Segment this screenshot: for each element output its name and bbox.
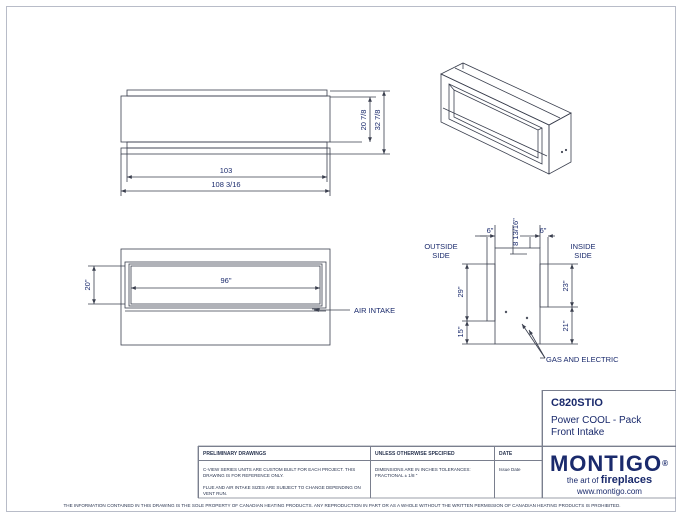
preliminary-header: PRELIMINARY DRAWINGS (199, 451, 370, 461)
model-code: C820STIO (551, 397, 603, 409)
dim-side-right-upper: 23" (561, 280, 570, 291)
dim-front-width-outer: 108 3/16 (211, 180, 240, 189)
dim-side-top-left: 6" (487, 226, 494, 235)
dim-side-right-lower: 21" (561, 320, 570, 331)
date-header: DATE (495, 451, 542, 461)
ownership-notice: THE INFORMATION CONTAINED IN THIS DRAWIN… (63, 503, 621, 508)
preliminary-note-1: C-VIEW SERIES UNITS ARE CUSTOM BUILT FOR… (203, 467, 356, 478)
title-block-preliminary: PRELIMINARY DRAWINGS C-VIEW SERIES UNITS… (198, 446, 370, 498)
front-dims: 20 7/8 32 7/8 103 108 3/16 (120, 91, 386, 196)
dim-front-width-inner: 103 (220, 166, 233, 175)
logo-url: www.montigo.com (577, 487, 642, 496)
dim-side-top-mid: 8 13/16" (511, 218, 520, 246)
preliminary-note-2: FLUE AND AIR INTAKE SIZES ARE SUBJECT TO… (203, 485, 361, 496)
label-air-intake: AIR INTAKE (354, 306, 395, 315)
side-dims: 6" 8 13/16" 6" 29" 15" 23" 21" (456, 218, 578, 359)
date-value: Issue Date (499, 467, 521, 472)
dim-side-top-right: 6" (540, 226, 547, 235)
bottom-front-dims: 96" 20" (83, 265, 350, 312)
title-block-tolerances: UNLESS OTHERWISE SPECIFIED DIMENSIONS AR… (370, 446, 494, 498)
logo-wordmark: MONTIGO® (549, 451, 669, 476)
dim-view-height: 20" (83, 279, 92, 290)
dim-view-width: 96" (220, 276, 231, 285)
tolerances-header: UNLESS OTHERWISE SPECIFIED (371, 451, 494, 461)
model-description-line2: Front Intake (551, 427, 605, 438)
label-gas-electric: GAS AND ELECTRIC (546, 355, 619, 364)
dim-front-height-outer: 32 7/8 (373, 110, 382, 131)
logo-tagline: the art of fireplaces (566, 474, 653, 486)
dim-side-left-upper: 29" (456, 286, 465, 297)
dim-front-height-inner: 20 7/8 (359, 110, 368, 131)
isometric-view (440, 62, 572, 175)
title-block-model: C820STIO Power COOL - Pack Front Intake (542, 390, 676, 446)
dim-side-left-lower: 15" (456, 326, 465, 337)
title-block-date: DATE Issue Date (494, 446, 542, 498)
bottom-front-view (120, 248, 331, 346)
side-view (486, 247, 549, 345)
tolerances-note: DIMENSIONS ARE IN INCHES TOLERANCES: FRA… (375, 467, 471, 478)
drawing-sheet-border (6, 6, 676, 512)
model-description-line1: Power COOL - Pack (551, 415, 642, 426)
brand-logo: MONTIGO® the art of fireplaces www.monti… (542, 446, 676, 498)
front-view (120, 89, 390, 155)
